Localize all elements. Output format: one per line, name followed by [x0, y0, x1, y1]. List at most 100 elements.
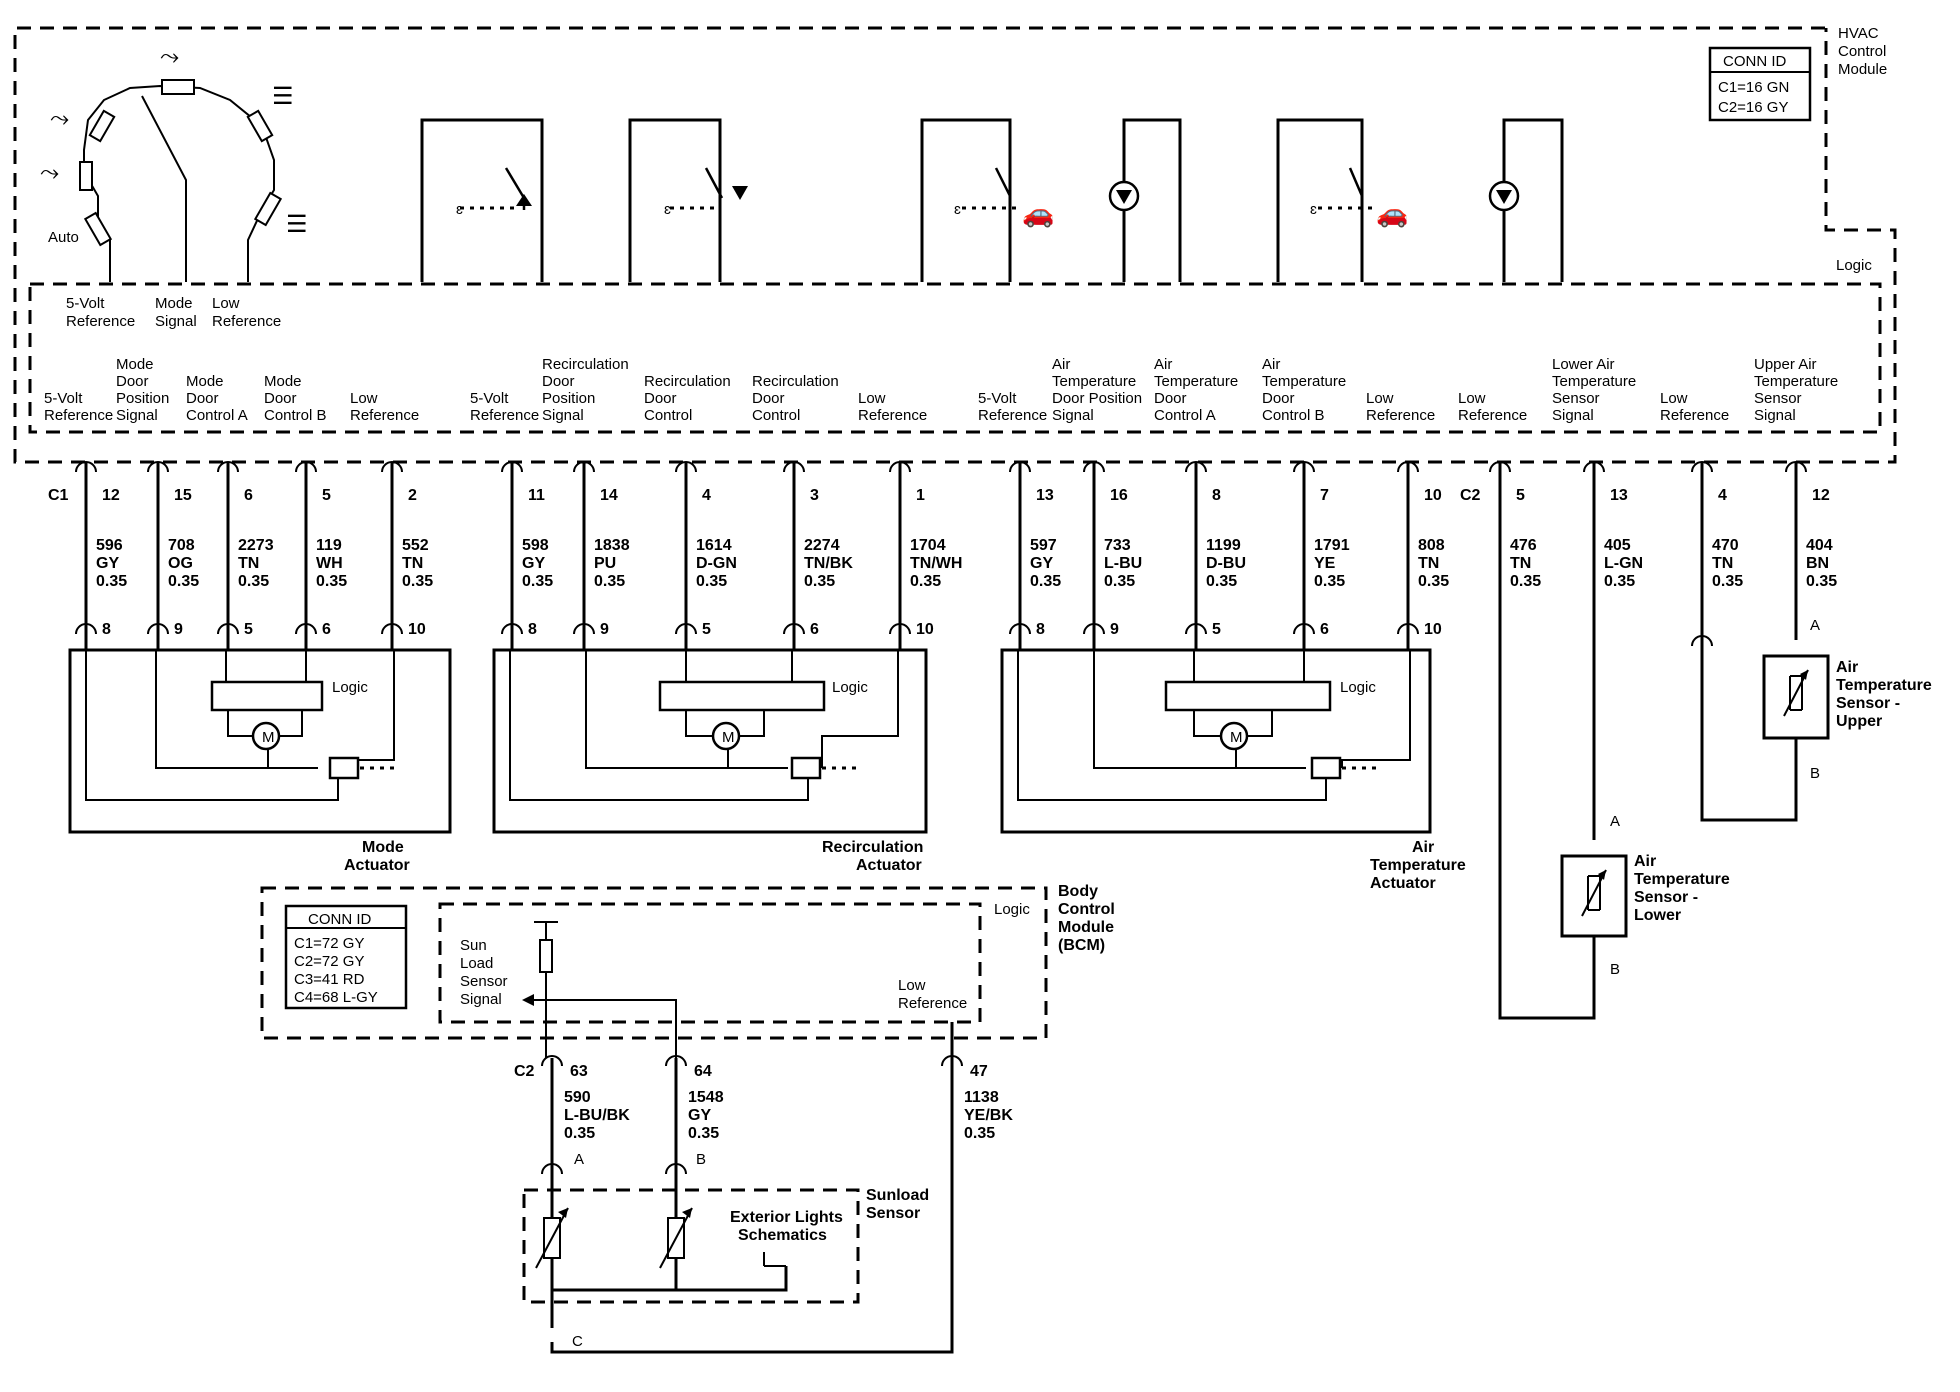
svg-text:Low: Low: [898, 977, 926, 994]
svg-text:C1=72 GY: C1=72 GY: [294, 935, 364, 952]
actuator-pin-number: 8: [1036, 621, 1045, 638]
pin-label: Low: [858, 390, 886, 407]
wire-color: L-BU/BK: [564, 1107, 630, 1124]
wire-gauge: 0.35: [910, 573, 941, 590]
bcm-pins: 63590L-BU/BK0.35641548GY0.35471138YE/BK0…: [541, 1055, 1013, 1182]
svg-text:Actuator: Actuator: [344, 857, 410, 874]
wire-gauge: 0.35: [402, 573, 433, 590]
pin-label: Recirculation: [644, 373, 731, 390]
wire-color: WH: [316, 555, 343, 572]
blower-up-switch[interactable]: ɛ: [420, 118, 544, 282]
wire-gauge: 0.35: [804, 573, 835, 590]
svg-text:M: M: [262, 729, 275, 746]
pin-label: Sensor: [1552, 390, 1600, 407]
sensor-cup: [541, 1163, 563, 1175]
pin-label: Control B: [1262, 407, 1325, 424]
svg-text:C4=68 L-GY: C4=68 L-GY: [294, 989, 378, 1006]
svg-text:ɛ: ɛ: [456, 201, 463, 218]
wire-gauge: 0.35: [1206, 573, 1237, 590]
pin-number: 6: [244, 487, 253, 504]
pin-label: 5-Volt: [44, 390, 83, 407]
wire-color: TN: [238, 555, 259, 572]
up-arrow-icon: [516, 194, 532, 206]
pin-label: Signal: [542, 407, 584, 424]
outside-air-switch[interactable]: ɛ 🚗: [1276, 118, 1408, 282]
svg-text:Load: Load: [460, 955, 493, 972]
svg-text:CONN ID: CONN ID: [1723, 53, 1787, 70]
pin-label: Lower Air: [1552, 356, 1615, 373]
pin-number: 10: [1424, 487, 1442, 504]
pin-label: Door: [264, 390, 297, 407]
wire-gauge: 0.35: [1806, 573, 1837, 590]
svg-text:Body: Body: [1058, 883, 1098, 900]
svg-text:A: A: [1610, 813, 1620, 830]
wire-color: TN: [402, 555, 423, 572]
svg-text:Reference: Reference: [212, 313, 281, 330]
svg-text:A: A: [1810, 617, 1820, 634]
svg-text:Air: Air: [1412, 839, 1434, 856]
blower-down-switch[interactable]: ɛ: [628, 118, 748, 282]
pin-label: Control: [752, 407, 800, 424]
svg-text:B: B: [696, 1151, 706, 1168]
wire-gauge: 0.35: [316, 573, 347, 590]
wire-color: GY: [96, 555, 119, 572]
bcm-conn-id-box: CONN ID C1=72 GY C2=72 GY C3=41 RD C4=68…: [284, 904, 408, 1010]
circuit-number: 119: [316, 537, 342, 554]
actuator-pin-number: 10: [408, 621, 426, 638]
wire-color: D-BU: [1206, 555, 1246, 572]
pin-label: Temperature: [1154, 373, 1238, 390]
actuator-pin-number: 9: [600, 621, 609, 638]
pin-label: Signal: [116, 407, 158, 424]
actuator-pin-number: 5: [702, 621, 711, 638]
circuit-number: 1548: [688, 1089, 724, 1106]
connector-c2-label: C2: [1460, 487, 1481, 504]
actuator-internal: [85, 650, 398, 801]
wire-gauge: 0.35: [238, 573, 269, 590]
pin-label: Control A: [186, 407, 248, 424]
svg-text:Sensor -: Sensor -: [1634, 889, 1698, 906]
pin-label: Reference: [350, 407, 419, 424]
actuator-pin-number: 6: [322, 621, 331, 638]
actuator-cup: [783, 623, 805, 635]
circuit-number: 597: [1030, 537, 1057, 554]
pin-label: 5-Volt: [978, 390, 1017, 407]
svg-text:Schematics: Schematics: [738, 1227, 827, 1244]
svg-text:Sensor: Sensor: [460, 973, 508, 990]
pin-number: 12: [1812, 487, 1830, 504]
pin-label: Door: [752, 390, 785, 407]
svg-text:Temperature: Temperature: [1634, 871, 1730, 888]
svg-text:Logic: Logic: [994, 901, 1030, 918]
svg-text:Sensor: Sensor: [866, 1205, 920, 1222]
svg-text:ɛ: ɛ: [1310, 201, 1317, 218]
pin-number: 1: [916, 487, 925, 504]
circuit-number: 1838: [594, 537, 630, 554]
mode-selector-switch[interactable]: Auto ⤳ ⤳ ⤳ ☰ ☰: [40, 43, 308, 282]
circuit-number: 1614: [696, 537, 732, 554]
sensor-cup: [665, 1163, 687, 1175]
pin-number: 5: [322, 487, 331, 504]
svg-text:C2=16 GY: C2=16 GY: [1718, 99, 1788, 116]
recirc-switch[interactable]: ɛ 🚗: [920, 118, 1054, 282]
svg-text:Reference: Reference: [66, 313, 135, 330]
defog-icon: ☰: [272, 83, 294, 110]
actuator-cup: [75, 623, 97, 635]
pin-label: Low: [1458, 390, 1486, 407]
pin-label: Reference: [1366, 407, 1435, 424]
hvac-logic-label: Logic: [1836, 257, 1872, 274]
pin-label: Mode: [116, 356, 154, 373]
svg-text:Mode: Mode: [362, 839, 404, 856]
pin-label: Reference: [858, 407, 927, 424]
recirculation-actuator: Logic M Recirculation Actuator: [492, 648, 928, 874]
wire-gauge: 0.35: [964, 1125, 995, 1142]
pin-label: Door: [1262, 390, 1295, 407]
body-control-module: CONN ID C1=72 GY C2=72 GY C3=41 RD C4=68…: [260, 883, 1115, 1058]
pin-label: Mode: [186, 373, 224, 390]
